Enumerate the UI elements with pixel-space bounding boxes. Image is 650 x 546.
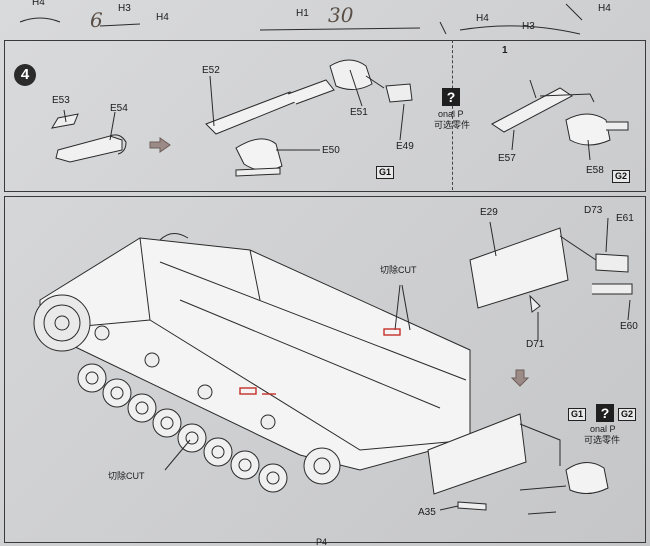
cut-label: 切除CUT xyxy=(380,265,417,275)
part-label-e29: E29 xyxy=(480,207,498,218)
cut-label-bottom: 切除CUT xyxy=(108,471,145,481)
part-label-top: H4 xyxy=(156,12,169,23)
part-label-e49: E49 xyxy=(396,141,414,152)
sprue-tag-g2: G2 xyxy=(612,170,631,183)
part-label-e54: E54 xyxy=(110,103,128,114)
part-label-top: H4 xyxy=(476,13,489,24)
part-label-top: H4 xyxy=(598,3,611,14)
optional-part-label: onal P xyxy=(590,424,616,434)
optional-part-icon: ? xyxy=(442,88,460,106)
part-label-d71: D71 xyxy=(526,339,545,350)
part-label-d73: D73 xyxy=(584,205,603,216)
step-4-frame xyxy=(4,40,646,192)
part-label-e61: E61 xyxy=(616,213,634,224)
step-number-badge: 4 xyxy=(14,64,36,86)
part-label-top: H4 xyxy=(32,0,45,8)
sprue-tag-g1: G1 xyxy=(568,408,587,421)
part-label-e50: E50 xyxy=(322,145,340,156)
panel-index: 1 xyxy=(502,45,508,56)
optional-part-icon: ? xyxy=(596,404,614,422)
sprue-tag-g1: G1 xyxy=(376,166,395,179)
part-label-top: H1 xyxy=(296,8,309,19)
optional-part-label: onal P xyxy=(438,109,464,119)
part-label-e51: E51 xyxy=(350,107,368,118)
assembly-frame xyxy=(4,196,646,543)
panel-divider xyxy=(452,40,453,190)
part-label-a35: A35 xyxy=(418,507,436,518)
part-label-e60: E60 xyxy=(620,321,638,332)
page-number: P4 xyxy=(316,537,328,546)
part-label-e52: E52 xyxy=(202,65,220,76)
part-label-top: H3 xyxy=(118,3,131,14)
sprue-tag-g2: G2 xyxy=(618,408,637,421)
part-label-e58: E58 xyxy=(586,165,604,176)
optional-part-label-cn: 可选零件 xyxy=(434,120,471,130)
handwritten-number: 6 xyxy=(90,8,103,32)
handwritten-number: 30 xyxy=(328,3,354,27)
part-label-e53: E53 xyxy=(52,95,70,106)
part-label-e57: E57 xyxy=(498,153,516,164)
optional-part-label-cn: 可选零件 xyxy=(584,435,621,445)
